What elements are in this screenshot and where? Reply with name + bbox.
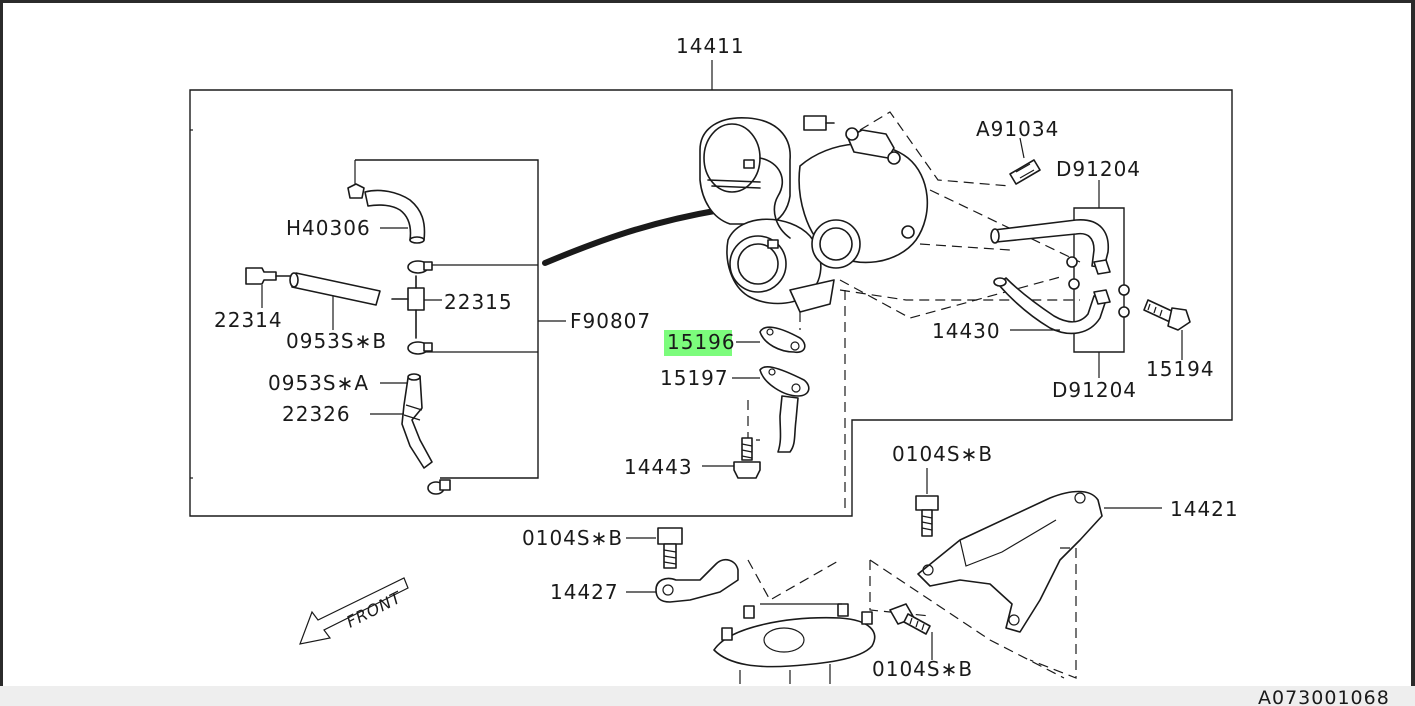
label-0104sb-bottom: 0104S∗B	[872, 657, 973, 681]
hose-0953sb	[289, 272, 381, 306]
label-22315: 22315	[444, 290, 513, 314]
bolt-15194	[1143, 299, 1191, 331]
fitting-22314	[245, 267, 291, 285]
gasket-15196	[759, 326, 806, 354]
subassembly-box-f90807	[355, 159, 539, 479]
label-15197: 15197	[660, 366, 729, 390]
hose-h40306	[347, 183, 426, 244]
bolt-box-d91204	[1073, 207, 1125, 353]
label-d91204-top: D91204	[1056, 157, 1141, 181]
diagram-code: A073001068	[1258, 687, 1390, 706]
harness-wire	[542, 207, 723, 266]
dash-a91034	[859, 111, 1011, 187]
label-22326: 22326	[282, 402, 351, 426]
leader-a91034	[1019, 137, 1025, 159]
tee-22315	[391, 275, 425, 339]
label-14427: 14427	[550, 580, 619, 604]
front-arrow	[299, 577, 409, 645]
hose-22326	[401, 373, 433, 469]
label-14411: 14411	[676, 34, 745, 58]
oil-return-15197	[759, 366, 810, 453]
bracket-14427	[655, 558, 739, 603]
bolt-0104sb-left	[657, 527, 683, 569]
label-h40306: H40306	[286, 216, 371, 240]
label-15196: 15196	[667, 330, 736, 354]
turbocharger	[699, 115, 929, 313]
highlight-15196	[664, 330, 732, 356]
label-15194: 15194	[1146, 357, 1215, 381]
label-0104sb-right: 0104S∗B	[892, 442, 993, 466]
bolt-14443	[733, 437, 761, 479]
oil-pipe-14430	[990, 219, 1130, 335]
label-22314: 22314	[214, 308, 283, 332]
label-14430: 14430	[932, 319, 1001, 343]
label-f90807: F90807	[570, 309, 651, 333]
assembly-box-14411	[189, 89, 1233, 517]
label-a91034: A91034	[976, 117, 1059, 141]
bracket-14421	[917, 490, 1103, 633]
label-14421: 14421	[1170, 497, 1239, 521]
clamp-lower	[427, 479, 451, 495]
front-label: FRONT	[343, 587, 405, 631]
exhaust-flange	[713, 603, 876, 684]
label-14443: 14443	[624, 455, 693, 479]
stud-a91034	[1009, 159, 1041, 185]
label-0104sb-left: 0104S∗B	[522, 526, 623, 550]
bottom-bar	[0, 686, 1415, 706]
bolt-0104sb-bottom	[889, 603, 931, 635]
clamp-upper	[407, 260, 433, 274]
label-0953sb: 0953S∗B	[286, 329, 387, 353]
label-d91204-bottom: D91204	[1052, 378, 1137, 402]
clamp-middle	[407, 341, 433, 355]
bolt-0104sb-right	[915, 495, 939, 537]
label-0953sa: 0953S∗A	[268, 371, 369, 395]
